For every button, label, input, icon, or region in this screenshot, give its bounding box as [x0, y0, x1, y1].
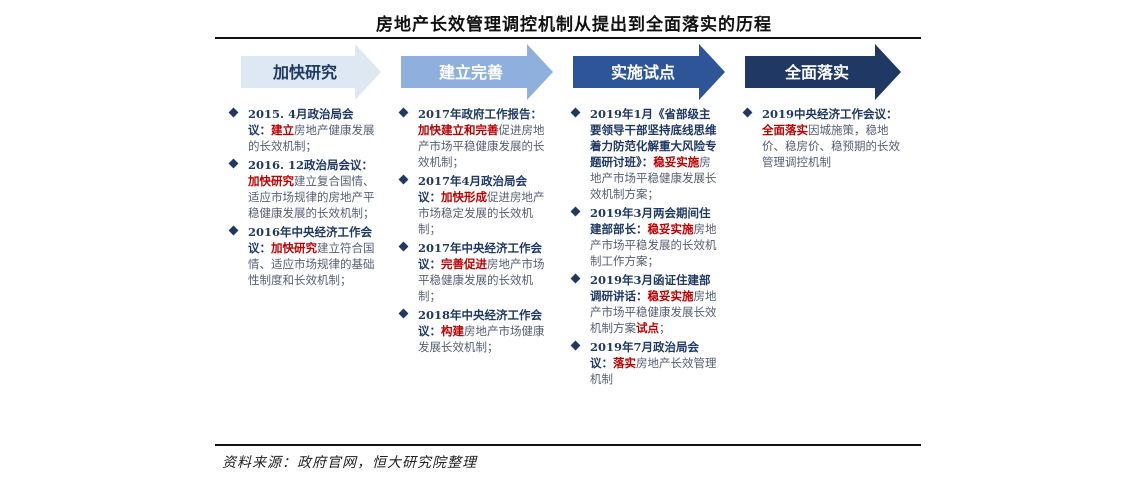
milestone-item: 2019年1月《省部级主要领导干部坚持底线思维着力防范化解重大风险专题研讨班》：… — [568, 106, 718, 202]
milestone-highlight: 完善促进 — [441, 257, 487, 271]
stage-arrows: 加快研究 建立完善 实施试点 全面落实 — [241, 44, 901, 100]
milestone-lead: 2016. 12政治局会议： — [248, 158, 374, 172]
diamond-bullet-icon — [398, 241, 409, 252]
diamond-bullet-icon — [228, 225, 239, 236]
milestone-item: 2018年中央经济工作会议：构建房地产市场健康发展长效机制； — [396, 307, 546, 355]
milestone-item: 2019年7月政治局会议：落实房地产长效管理机制 — [568, 339, 718, 387]
figure-title: 房地产长效管理调控机制从提出到全面落实的历程 — [376, 15, 772, 35]
milestone-detail: 建立复合国情、适应市场规律的房地产平稳健康发展的长效机制； — [248, 174, 375, 220]
milestone-highlight-2: 试点 — [636, 321, 659, 335]
stage-arrow-2-label: 建立完善 — [439, 63, 503, 82]
milestone-item: 2017年政府工作报告： 加快建立和完善促进房地产市场平稳健康发展的长效机制； — [396, 106, 546, 170]
diamond-bullet-icon — [570, 340, 581, 351]
milestone-highlight: 落实 — [613, 356, 636, 370]
stage-arrow-4-label: 全面落实 — [784, 63, 849, 82]
milestone-detail: 房地产市场健康发展长效机制； — [418, 324, 545, 354]
milestone-detail: 房地产市场平稳健康发展的长效机制； — [418, 257, 545, 303]
milestone-detail: 促进房地产市场稳定发展的长效机制； — [418, 190, 545, 236]
milestone-detail: 房地产健康发展的长效机制； — [248, 123, 375, 153]
bottom-rule — [215, 444, 921, 446]
stage-arrow-3-label: 实施试点 — [611, 63, 675, 82]
stage-arrow-2-shape — [401, 44, 553, 100]
milestone-lead: 2018年中央经济工作会议： — [418, 308, 543, 338]
milestone-highlight: 稳妥实施 — [653, 155, 700, 169]
milestone-lead: 2019年3月两会期间住建部部长： — [590, 206, 711, 236]
milestone-highlight: 建立 — [271, 123, 294, 137]
stage-arrow-4: 全面落实 — [745, 44, 901, 100]
milestone-detail: 房地产长效管理机制 — [590, 356, 717, 386]
milestone-item: 2017年4月政治局会议：加快形成促进房地产市场稳定发展的长效机制； — [396, 173, 546, 237]
top-rule — [215, 37, 921, 39]
stage-arrow-1-label: 加快研究 — [272, 63, 337, 82]
milestone-lead: 2019年7月政治局会议： — [590, 340, 700, 370]
milestone-highlight: 稳妥实施 — [647, 289, 694, 303]
stage-column-3: 2019年1月《省部级主要领导干部坚持底线思维着力防范化解重大风险专题研讨班》：… — [568, 106, 718, 390]
diamond-bullet-icon — [742, 107, 753, 118]
source-note: 资料来源：政府官网，恒大研究院整理 — [222, 455, 477, 471]
diamond-bullet-icon — [398, 308, 409, 319]
milestone-highlight: 构建 — [441, 324, 464, 338]
stage-column-4: 2019中央经济工作会议： 全面落实因城施策，稳地价、稳房价、稳预期的长效管理调控… — [740, 106, 900, 173]
milestone-detail: 房地产市场平稳发展的长效机制工作方案； — [590, 222, 717, 268]
milestone-detail: 建立符合国情、适应市场规律的基础性制度和长效机制； — [248, 241, 375, 287]
stage-arrow-3: 实施试点 — [573, 44, 725, 100]
milestone-lead: 2017年政府工作报告： — [418, 107, 543, 121]
milestone-detail: 促进房地产市场平稳健康发展的长效机制； — [418, 123, 545, 169]
stage-arrow-4-shape — [745, 44, 901, 100]
diamond-bullet-icon — [398, 107, 409, 118]
milestone-item: 2019中央经济工作会议： 全面落实因城施策，稳地价、稳房价、稳预期的长效管理调控… — [740, 106, 900, 170]
milestone-highlight: 加快建立和完善 — [418, 123, 499, 137]
milestone-lead: 2017年4月政治局会议： — [418, 174, 528, 204]
milestone-item: 2016. 12政治局会议： 加快研究建立复合国情、适应市场规律的房地产平稳健康发… — [226, 157, 376, 221]
stage-column-1: 2015. 4月政治局会议：建立房地产健康发展的长效机制； 2016. 12政治… — [226, 106, 376, 291]
milestone-lead: 2019年1月《省部级主要领导干部坚持底线思维着力防范化解重大风险专题研讨班》： — [590, 107, 717, 169]
stage-arrow-1-shape — [241, 44, 381, 100]
diamond-bullet-icon — [228, 107, 239, 118]
milestone-detail: 房地产市场平稳健康发展长效机制方案； — [590, 155, 717, 201]
milestone-detail: 房地产市场平稳健康发展长效机制方案 — [590, 289, 717, 335]
milestone-highlight: 加快研究 — [271, 241, 317, 255]
milestone-highlight: 加快形成 — [441, 190, 487, 204]
milestone-lead: 2017年中央经济工作会议： — [418, 241, 543, 271]
milestone-item: 2016年中央经济工作会议：加快研究建立符合国情、适应市场规律的基础性制度和长效… — [226, 224, 376, 288]
diamond-bullet-icon — [570, 273, 581, 284]
milestone-item: 2019年3月函证住建部调研讲话：稳妥实施房地产市场平稳健康发展长效机制方案试点… — [568, 272, 718, 336]
milestone-item: 2015. 4月政治局会议：建立房地产健康发展的长效机制； — [226, 106, 376, 154]
milestone-highlight: 全面落实 — [762, 123, 808, 137]
milestone-detail-2: ； — [659, 321, 671, 335]
diamond-bullet-icon — [228, 158, 239, 169]
milestone-item: 2017年中央经济工作会议：完善促进房地产市场平稳健康发展的长效机制； — [396, 240, 546, 304]
diamond-bullet-icon — [398, 174, 409, 185]
stage-arrow-3-shape — [573, 44, 725, 100]
milestone-lead: 2019年3月函证住建部调研讲话： — [590, 273, 711, 303]
milestone-lead: 2019中央经济工作会议： — [762, 107, 898, 121]
milestone-highlight: 稳妥实施 — [647, 222, 694, 236]
milestone-item: 2019年3月两会期间住建部部长：稳妥实施房地产市场平稳发展的长效机制工作方案； — [568, 205, 718, 269]
stage-column-2: 2017年政府工作报告： 加快建立和完善促进房地产市场平稳健康发展的长效机制； 2… — [396, 106, 546, 358]
diamond-bullet-icon — [570, 206, 581, 217]
stage-arrow-1: 加快研究 — [241, 44, 381, 100]
milestone-lead: 2016年中央经济工作会议： — [248, 225, 373, 255]
diamond-bullet-icon — [570, 107, 581, 118]
stage-arrow-2: 建立完善 — [401, 44, 553, 100]
milestone-lead: 2015. 4月政治局会议： — [248, 107, 354, 137]
milestone-detail: 因城施策，稳地价、稳房价、稳预期的长效管理调控机制 — [762, 123, 900, 169]
milestone-highlight: 加快研究 — [248, 174, 294, 188]
